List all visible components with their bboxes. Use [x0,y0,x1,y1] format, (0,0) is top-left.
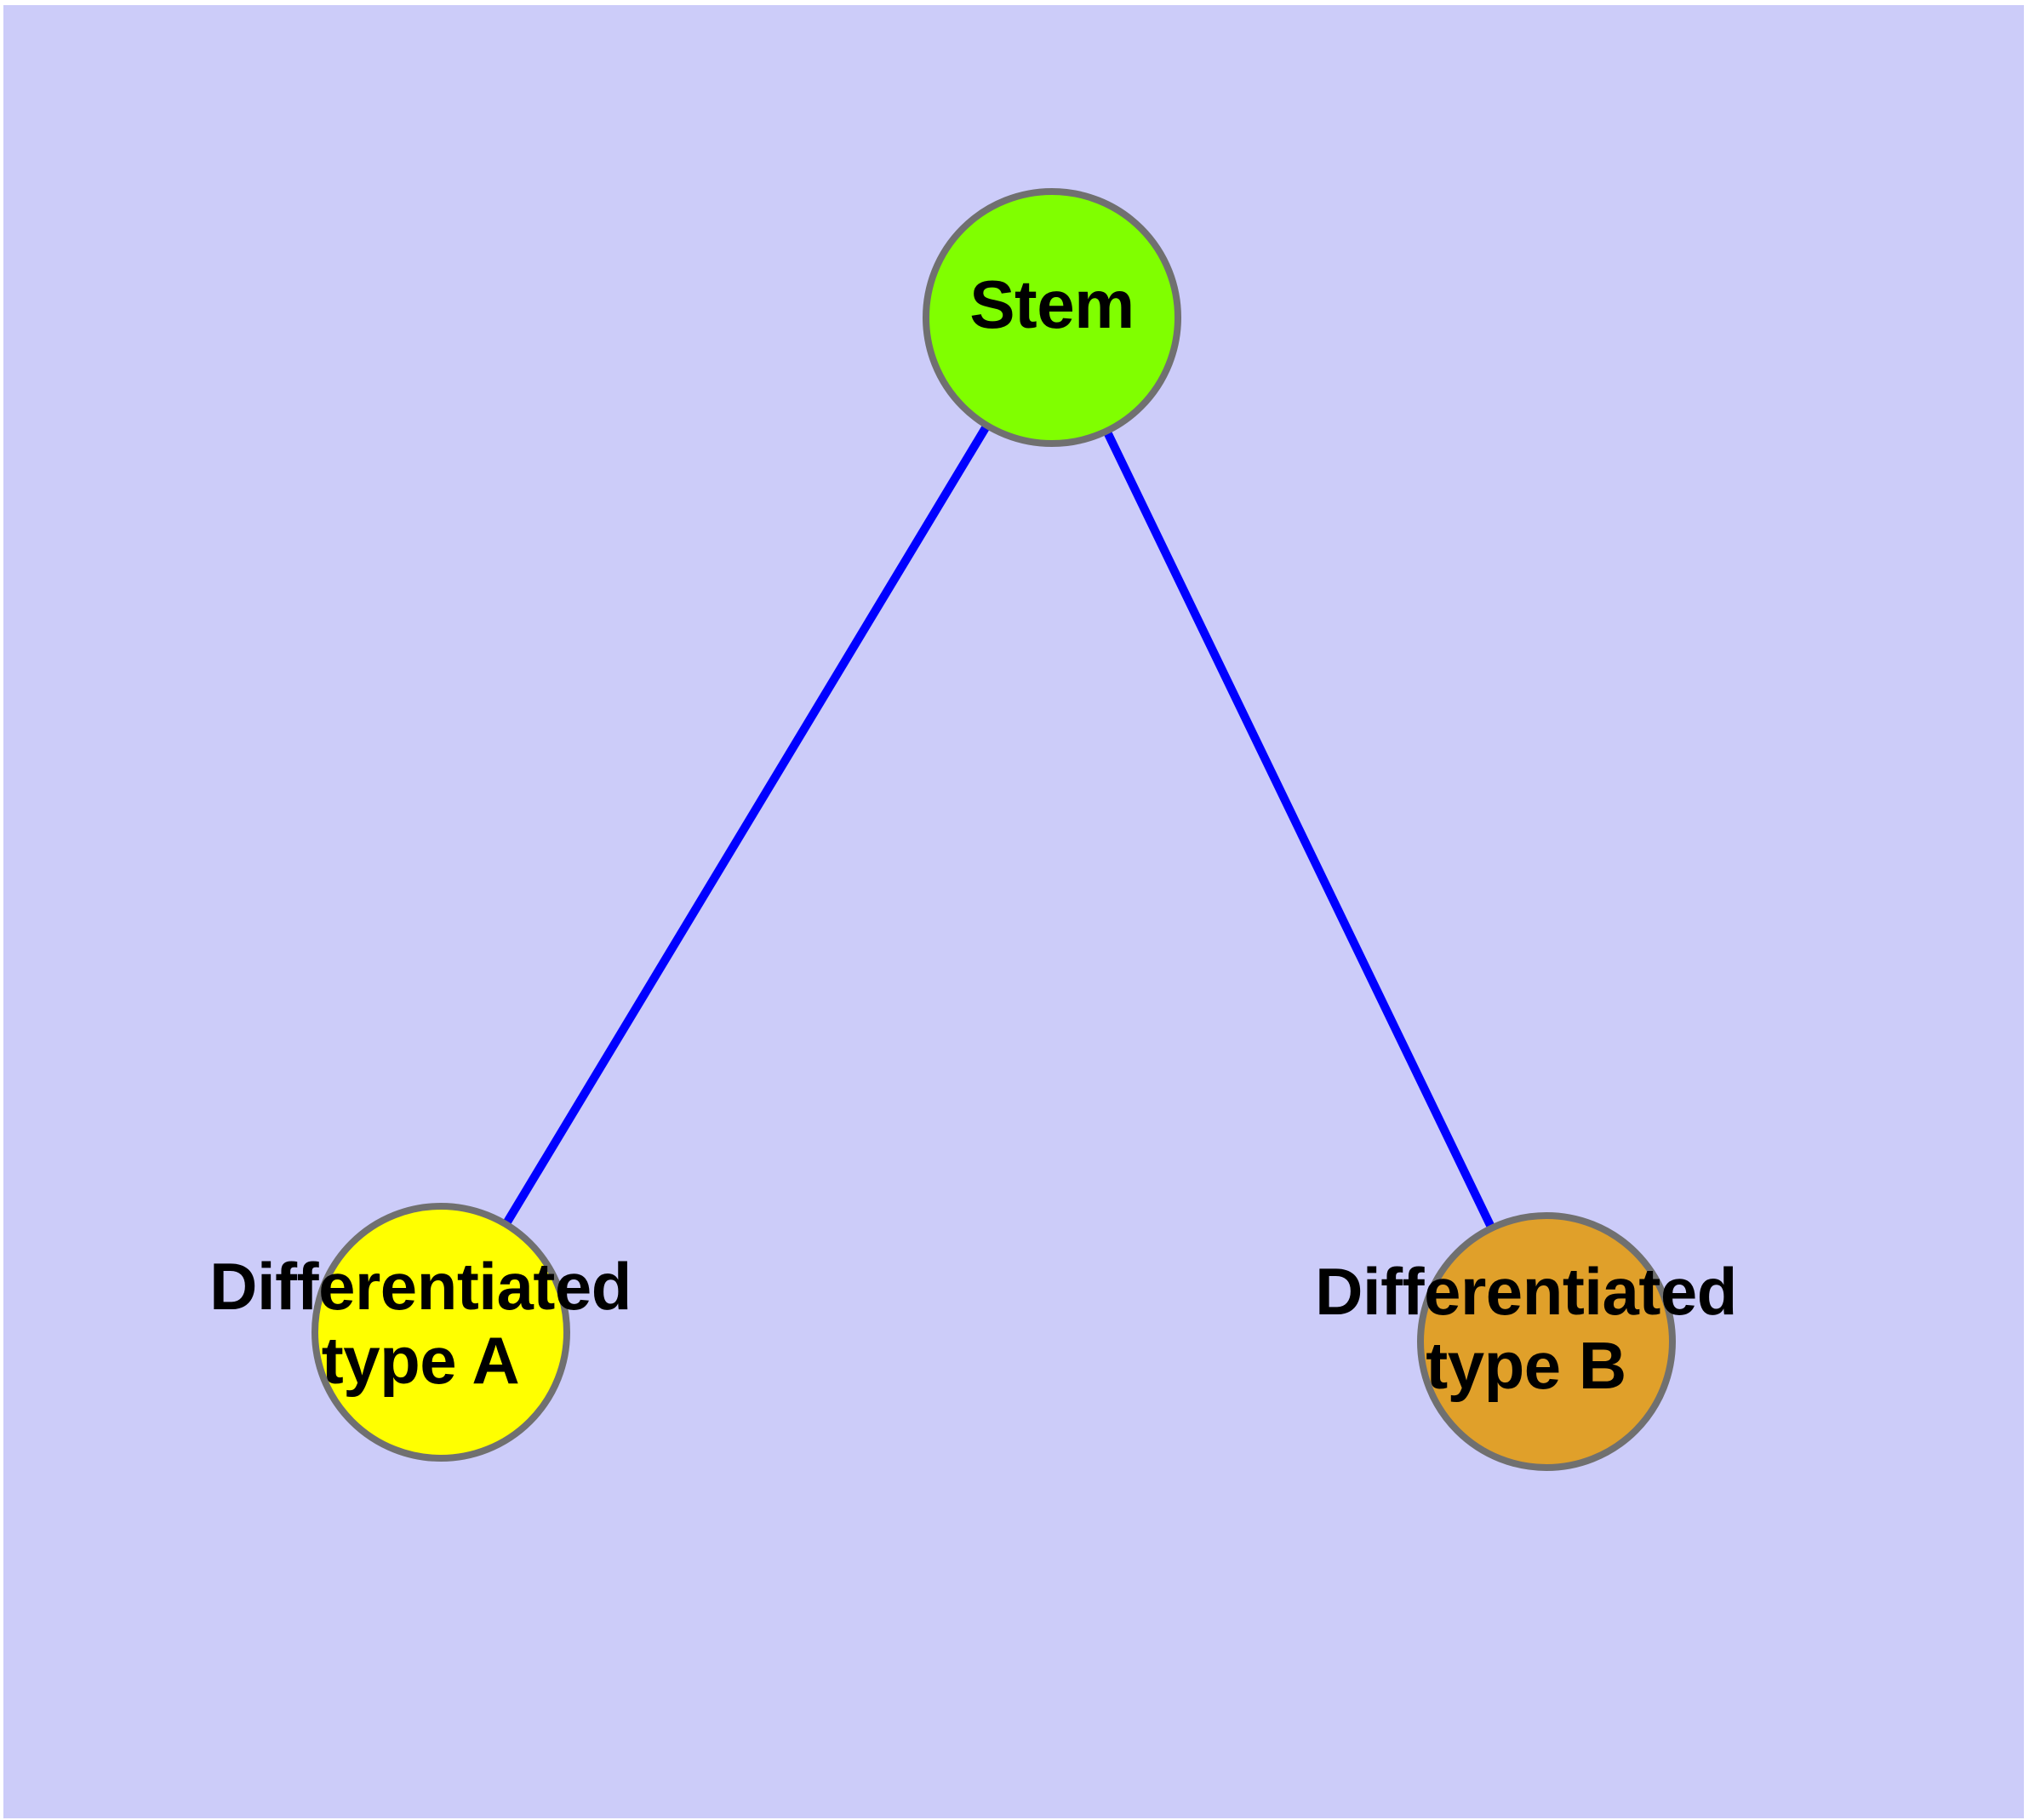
node-stem[interactable] [923,188,1181,447]
edge-stem-to-differentiated-type-b[interactable] [1048,315,1551,1344]
edge-layer [437,315,1551,1344]
node-differentiated-type-a[interactable] [311,1203,570,1462]
node-differentiated-type-b[interactable] [1417,1212,1676,1471]
node-layer [311,188,1676,1471]
edge-stem-to-differentiated-type-a[interactable] [437,315,1056,1335]
